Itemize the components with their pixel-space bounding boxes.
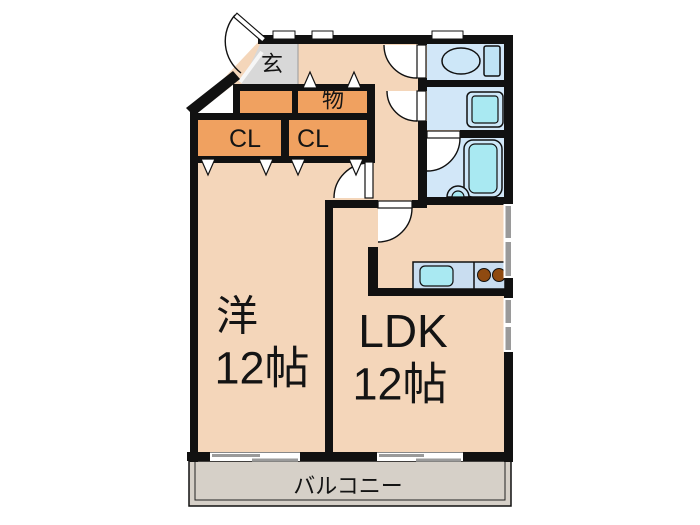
window-east-upper bbox=[503, 204, 513, 278]
ldk-size: 12帖 bbox=[352, 359, 447, 410]
kitchen-sink-icon bbox=[419, 265, 454, 287]
window-east-lower bbox=[503, 298, 513, 352]
entrance-door bbox=[224, 12, 267, 74]
western-room-label: 洋 bbox=[216, 293, 258, 340]
door-ldk bbox=[377, 200, 413, 243]
bathtub-icon bbox=[463, 139, 503, 198]
closet-door-marks bbox=[200, 70, 364, 177]
closet-right-label: CL bbox=[297, 125, 329, 153]
window-balcony-east bbox=[377, 452, 463, 462]
vent-notches bbox=[272, 30, 464, 40]
storage-closet bbox=[298, 91, 367, 113]
window-balcony-west bbox=[210, 452, 300, 462]
closet-right bbox=[289, 120, 367, 156]
shoe-cabinet bbox=[240, 91, 293, 113]
door-toilet bbox=[383, 44, 427, 79]
door-bath bbox=[426, 130, 461, 172]
toilet-icon bbox=[441, 45, 501, 77]
kitchen-counter bbox=[412, 261, 506, 290]
balcony-label: バルコニー bbox=[293, 474, 403, 499]
bath-faucet-icon bbox=[446, 185, 470, 198]
closet-left bbox=[198, 120, 281, 156]
stove-burners-icon bbox=[477, 268, 506, 282]
balcony bbox=[188, 460, 512, 507]
genkan-area bbox=[238, 40, 298, 91]
storage-label: 物 bbox=[322, 88, 344, 113]
entrance-step bbox=[238, 50, 264, 84]
closet-left-label: CL bbox=[229, 125, 261, 153]
western-room-size: 12帖 bbox=[214, 343, 309, 394]
door-washroom bbox=[386, 90, 427, 122]
genkan-label: 玄 bbox=[261, 52, 283, 77]
washbasin-icon bbox=[466, 91, 504, 128]
door-western-room bbox=[333, 161, 374, 199]
ldk-label: LDK bbox=[358, 305, 448, 357]
